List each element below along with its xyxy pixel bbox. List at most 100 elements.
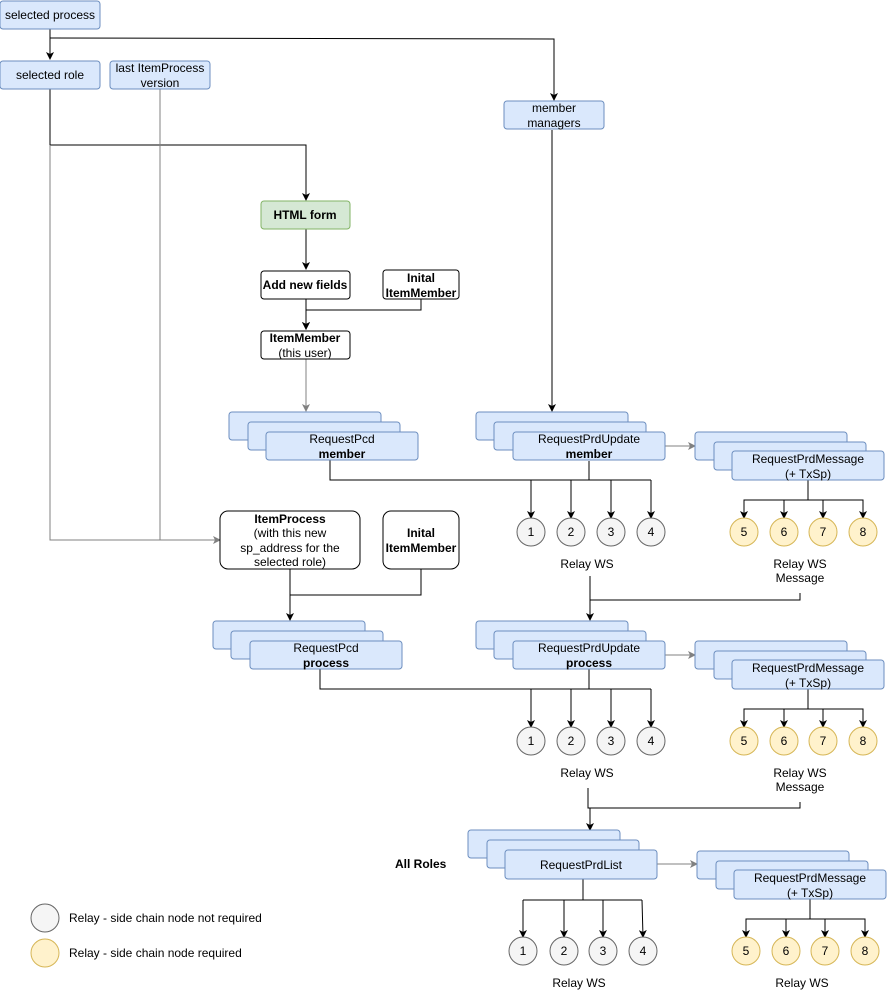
edge-relay-8b — [823, 708, 867, 728]
selected-role-node: selected role — [0, 60, 101, 90]
relay-node-5b-label: 5 — [741, 734, 748, 748]
relay-node-3b-label: 3 — [608, 734, 615, 748]
relay-node-4a — [636, 517, 666, 547]
relay-ws-label-b: Relay WS — [560, 766, 613, 780]
request-prd-list-stack: RequestPrdList — [467, 829, 658, 880]
relay-node-6b — [769, 726, 799, 756]
initial-itemmember-node-2: Inital ItemMember — [382, 510, 460, 570]
relay-node-6b-label: 6 — [781, 734, 788, 748]
request-prd-update-process-stack: RequestPrdUpdate process — [475, 620, 666, 670]
member-managers-node: member managers — [503, 100, 605, 130]
initial-itemmember-label-2b: ItemMember — [386, 541, 457, 555]
edge-relay-4c — [638, 899, 647, 938]
edge-relay-7c — [810, 918, 829, 938]
itemprocess-node: ItemProcess (with this new sp_address fo… — [219, 510, 361, 570]
request-prd-message-member-stack: RequestPrdMessage (+ TxSp) — [694, 431, 885, 481]
relay-row-member: 1 2 3 4 Relay WS 5 6 7 8 Relay WS Messag… — [516, 517, 878, 585]
request-prd-update-process-label-2: process — [566, 656, 612, 670]
initial-itemmember-label-1a: Inital — [407, 271, 435, 285]
relay-ws-label-a: Relay WS — [560, 557, 613, 571]
relay-node-3c-label: 3 — [600, 944, 607, 958]
itemprocess-label-1: ItemProcess — [254, 512, 326, 526]
request-pcd-member-label-1: RequestPcd — [309, 432, 374, 446]
itemmember-label-2: (this user) — [278, 346, 331, 360]
selected-role-label: selected role — [16, 68, 84, 82]
last-itemprocess-version-node: last ItemProcess version — [109, 60, 211, 90]
edge-msg-prdlist — [587, 788, 801, 809]
request-prd-update-process-label-1: RequestPrdUpdate — [538, 641, 640, 655]
edge-list-bus — [582, 879, 642, 901]
request-prd-update-member-label-2: member — [566, 447, 613, 461]
relay-node-7c — [810, 936, 840, 966]
selected-process-label: selected process — [5, 8, 95, 22]
relay-node-4b-label: 4 — [648, 734, 655, 748]
relay-node-7b-label: 7 — [820, 734, 827, 748]
request-prd-message-allroles-stack: RequestPrdMessage (+ TxSp) — [696, 850, 887, 900]
edge-relay-5a — [740, 480, 809, 519]
selected-process-node: selected process — [0, 0, 101, 30]
last-itemprocess-label-2: version — [141, 76, 180, 90]
edge-msg-update-process — [586, 593, 801, 621]
relay-node-1c — [508, 936, 538, 966]
legend-required-label: Relay - side chain node required — [69, 946, 242, 960]
relay-node-7c-label: 7 — [822, 944, 829, 958]
edge-relay-5b — [740, 689, 809, 728]
relay-node-4c — [628, 936, 658, 966]
legend: Relay - side chain node not required Rel… — [30, 903, 262, 968]
request-pcd-process-label-2: process — [303, 656, 349, 670]
relay-node-8b — [848, 726, 878, 756]
request-prd-list-label: RequestPrdList — [540, 858, 623, 872]
edge-relay-7b — [808, 708, 827, 728]
relay-node-4a-label: 4 — [648, 525, 655, 539]
initial-itemmember-label-2a: Inital — [407, 526, 435, 540]
request-pcd-process-stack: RequestPcd process — [212, 620, 403, 670]
relay-row-allroles: 1 2 3 4 Relay WS 5 6 7 8 Relay WS — [508, 936, 880, 990]
initial-itemmember-label-1b: ItemMember — [386, 286, 457, 300]
relay-ws-message-label-a1: Relay WS — [773, 557, 826, 571]
edge-pcd-process-bus — [319, 669, 651, 690]
relay-node-1a — [516, 517, 546, 547]
edge-role-itemprocess — [49, 145, 221, 544]
request-prd-message-process-label-1: RequestPrdMessage — [752, 661, 864, 675]
connectors — [46, 29, 869, 938]
edge-relay-7a — [808, 499, 827, 519]
relay-ws-message-label-a2: Message — [776, 571, 825, 585]
relay-node-4b — [636, 726, 666, 756]
request-prd-message-process-label-2: (+ TxSp) — [785, 676, 831, 690]
relay-node-7a-label: 7 — [820, 525, 827, 539]
request-prd-message-process-stack: RequestPrdMessage (+ TxSp) — [694, 640, 885, 690]
relay-ws-label-c: Relay WS — [552, 976, 605, 990]
relay-node-3a-label: 3 — [608, 525, 615, 539]
relay-node-5b — [729, 726, 759, 756]
edge-initial-itemmember — [302, 299, 422, 330]
relay-ws-message-label-b2: Message — [776, 780, 825, 794]
add-new-fields-label: Add new fields — [263, 278, 348, 292]
edge-relay-5c — [742, 899, 811, 938]
relay-node-4c-label: 4 — [640, 944, 647, 958]
relay-node-8c — [850, 936, 880, 966]
relay-node-2a — [556, 517, 586, 547]
relay-node-2c — [549, 936, 579, 966]
legend-not-required-swatch — [30, 903, 60, 933]
relay-node-3b — [596, 726, 626, 756]
relay-node-6c-label: 6 — [783, 944, 790, 958]
relay-node-7a — [808, 517, 838, 547]
edge-relay-8a — [823, 499, 867, 519]
relay-row-process: 1 2 3 4 Relay WS 5 6 7 8 Relay WS Messag… — [516, 726, 878, 794]
initial-itemmember-node-1: Inital ItemMember — [382, 269, 460, 300]
edge-pcd-member-bus — [329, 459, 651, 481]
relay-node-6a-label: 6 — [781, 525, 788, 539]
request-pcd-process-label-1: RequestPcd — [293, 641, 358, 655]
legend-required-swatch — [30, 938, 60, 968]
relay-ws-message-label-b1: Relay WS — [773, 766, 826, 780]
relay-node-8c-label: 8 — [862, 944, 869, 958]
relay-node-5a-label: 5 — [741, 525, 748, 539]
edge-role-htmlform — [49, 89, 310, 201]
relay-node-6a — [769, 517, 799, 547]
relay-node-1b-label: 1 — [528, 734, 535, 748]
html-form-node: HTML form — [260, 200, 351, 230]
relay-node-8a-label: 8 — [860, 525, 867, 539]
request-prd-message-allroles-label-2: (+ TxSp) — [787, 886, 833, 900]
relay-node-2b-label: 2 — [568, 734, 575, 748]
